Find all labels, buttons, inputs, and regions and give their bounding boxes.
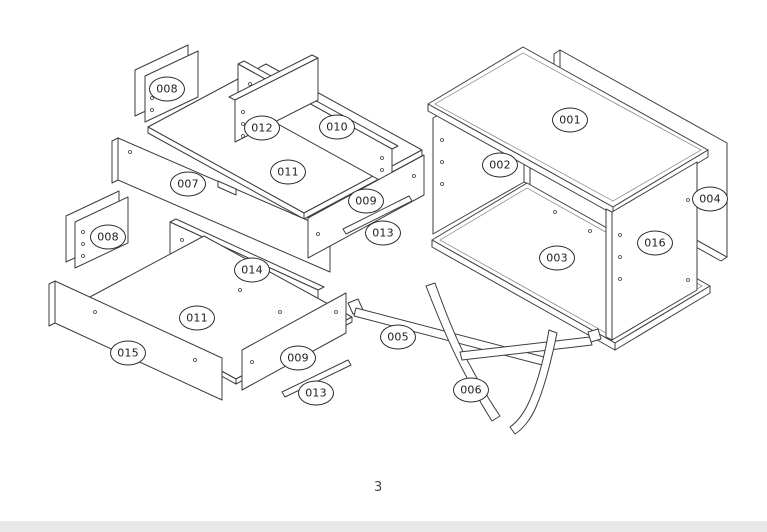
part-callout-label: 009 — [287, 351, 309, 365]
part-callout-002: 002 — [482, 152, 518, 178]
part-callout-013-top: 013 — [365, 220, 401, 246]
part-callout-004: 004 — [692, 186, 728, 212]
part-callout-label: 012 — [251, 121, 273, 135]
part-callout-006: 006 — [453, 377, 489, 403]
part-callout-label: 013 — [305, 386, 327, 400]
part-callout-011-bottom: 011 — [179, 305, 215, 331]
part-callout-label: 004 — [699, 192, 721, 206]
part-callout-012: 012 — [244, 115, 280, 141]
part-callout-label: 008 — [156, 82, 178, 96]
part-007-drawer-front-drawing — [111, 137, 331, 273]
part-009-bottom-side-rail-drawing — [241, 292, 347, 391]
part-callout-001: 001 — [552, 107, 588, 133]
part-callout-015: 015 — [110, 340, 146, 366]
part-callout-label: 002 — [489, 158, 511, 172]
part-callout-008-bottom: 008 — [90, 224, 126, 250]
part-013-top-strip-drawing — [342, 195, 413, 235]
part-015-drawer-front-drawing — [48, 280, 223, 401]
part-callout-003: 003 — [539, 245, 575, 271]
part-callout-label: 011 — [277, 165, 299, 179]
page-number: 3 — [374, 480, 383, 495]
part-callout-013-bottom: 013 — [298, 380, 334, 406]
part-callout-label: 006 — [460, 383, 482, 397]
footer-bar — [0, 521, 767, 532]
part-006-leg-frame-drawing — [459, 328, 602, 435]
part-callout-005: 005 — [380, 324, 416, 350]
part-callout-label: 001 — [559, 113, 581, 127]
part-callout-label: 005 — [387, 330, 409, 344]
part-callout-label: 015 — [117, 346, 139, 360]
part-callout-009-bottom: 009 — [280, 345, 316, 371]
part-callout-label: 014 — [241, 263, 263, 277]
part-callout-009-top: 009 — [348, 188, 384, 214]
part-callout-label: 008 — [97, 230, 119, 244]
part-callout-label: 013 — [372, 226, 394, 240]
part-callout-label: 016 — [644, 236, 666, 250]
part-callout-label: 007 — [177, 177, 199, 191]
part-callout-014: 014 — [234, 257, 270, 283]
part-callout-label: 011 — [186, 311, 208, 325]
part-callout-label: 003 — [546, 251, 568, 265]
part-callout-011-top: 011 — [270, 159, 306, 185]
part-callout-016: 016 — [637, 230, 673, 256]
part-callout-007: 007 — [170, 171, 206, 197]
part-callout-label: 009 — [355, 194, 377, 208]
part-callout-008-top: 008 — [149, 76, 185, 102]
part-callout-label: 010 — [326, 120, 348, 134]
part-callout-010: 010 — [319, 114, 355, 140]
